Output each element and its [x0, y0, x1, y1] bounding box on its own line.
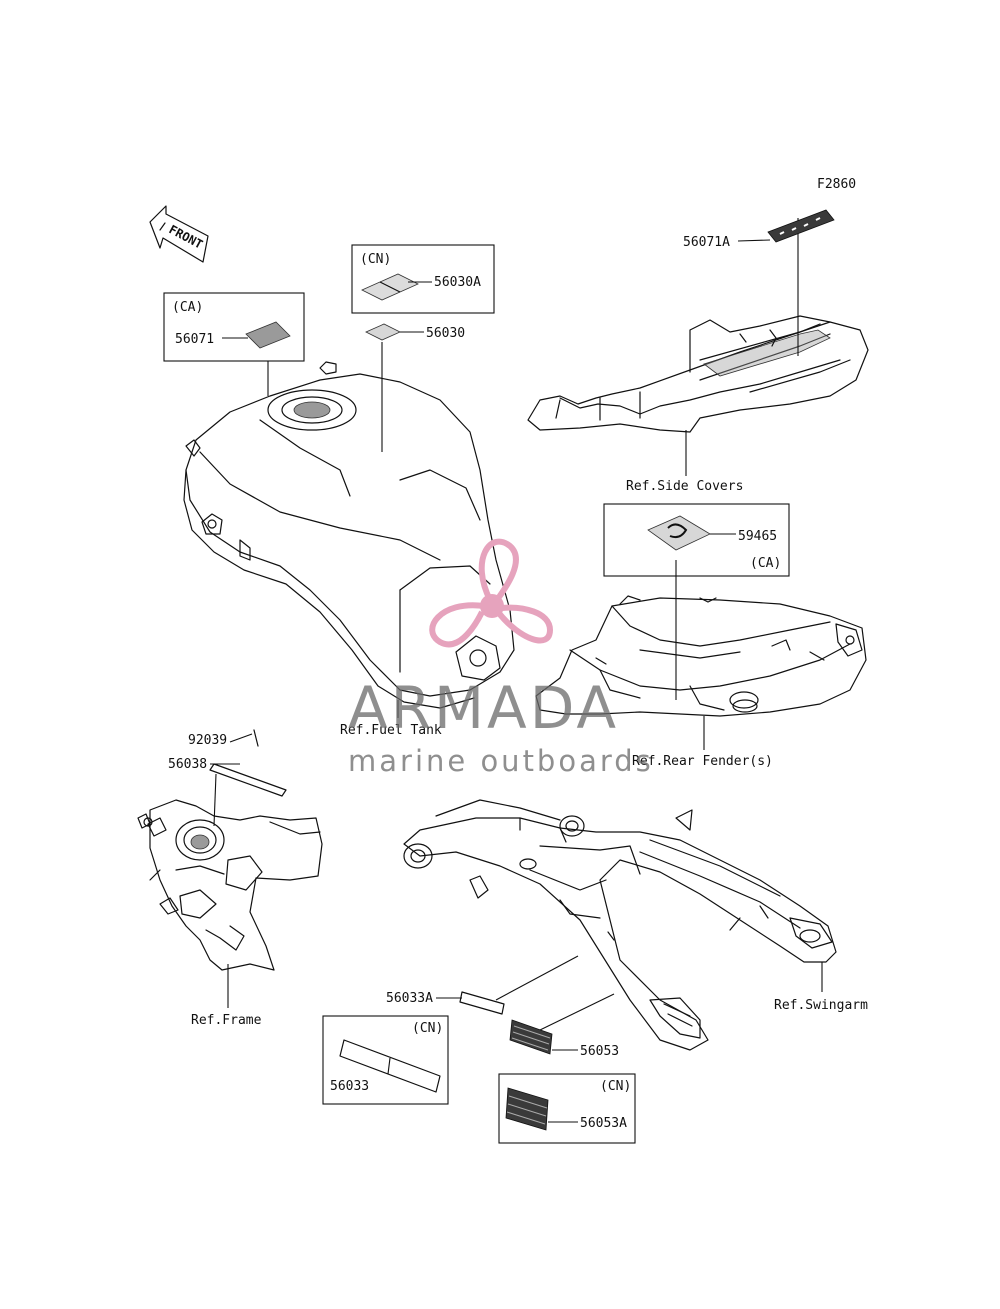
part-56053: 56053: [580, 1044, 619, 1059]
sticker-56053: 56053: [509, 993, 619, 1059]
watermark-subtitle: marine outboards: [348, 744, 654, 778]
parts-92039-56038: 92039 56038: [168, 729, 287, 827]
ref-frame: Ref.Frame: [191, 1013, 262, 1028]
variant-box-56030A: (CN) 56030A: [351, 244, 495, 314]
watermark-logo: ARMADA marine outboards: [348, 538, 654, 778]
variant-cn-56033: (CN): [412, 1021, 443, 1036]
part-56030A: 56030A: [434, 275, 481, 290]
part-56038: 56038: [168, 757, 207, 772]
ref-swingarm: Ref.Swingarm: [774, 998, 868, 1013]
part-56071A: 56071A: [683, 235, 730, 250]
part-59465: 59465: [738, 529, 777, 544]
variant-box-56053A: (CN) 56053A: [498, 1073, 636, 1144]
variant-ca-56071: (CA): [172, 300, 203, 315]
part-56053A: 56053A: [580, 1116, 627, 1131]
propeller-icon: [429, 538, 554, 648]
side-covers-drawing: [527, 218, 869, 433]
watermark-title: ARMADA: [348, 674, 619, 742]
front-label: FRONT: [167, 222, 205, 251]
part-56030: 56030: [426, 326, 465, 341]
fuel-tank-drawing: [183, 361, 515, 709]
part-56071: 56071: [175, 332, 214, 347]
sticker-56033A: 56033A: [386, 955, 579, 1015]
front-arrow-icon: FRONT: [149, 205, 209, 263]
variant-box-56033: (CN) 56033: [322, 1015, 449, 1105]
part-56033: 56033: [330, 1079, 369, 1094]
ref-side-covers: Ref.Side Covers: [626, 479, 743, 494]
figure-code: F2860: [817, 177, 856, 192]
variant-cn-56030A: (CN): [360, 252, 391, 267]
part-56033A: 56033A: [386, 991, 433, 1006]
variant-box-59465: 59465 (CA): [603, 503, 790, 700]
part-92039: 92039: [188, 733, 227, 748]
variant-cn-56053A: (CN): [600, 1079, 631, 1094]
frame-drawing: [137, 799, 323, 971]
sticker-56071A: 56071A: [683, 209, 835, 250]
sticker-56030: 56030: [365, 323, 465, 452]
ref-rear-fender: Ref.Rear Fender(s): [632, 754, 773, 769]
variant-ca-59465: (CA): [750, 556, 781, 571]
rear-fender-drawing: [535, 595, 867, 717]
variant-box-56071: (CA) 56071: [163, 292, 305, 396]
ref-fuel-tank: Ref.Fuel Tank: [340, 723, 442, 738]
swingarm-drawing: [403, 799, 837, 1051]
